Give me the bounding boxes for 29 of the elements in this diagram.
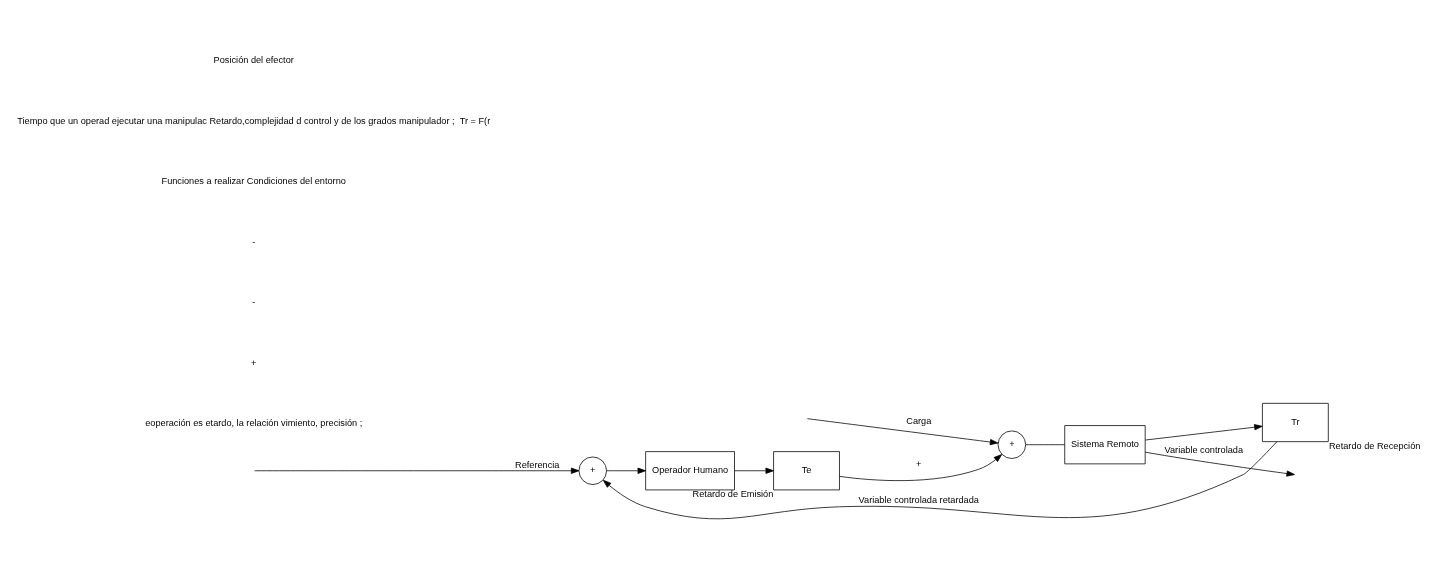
label: Funciones a realizar Condiciones del entorno — [161, 175, 346, 186]
edge-label: Referencia — [514, 459, 560, 470]
edge-label: Variable controlada — [1164, 444, 1244, 455]
node-label: Retardo de Recepción — [1328, 440, 1421, 451]
arrow — [1145, 451, 1295, 477]
arrow — [806, 417, 999, 445]
label: Tiempo que un operad ejecutar una manipulac Retardo,complejidad d control y de los grados manipulador ; Tr = F(r — [17, 115, 491, 126]
label: - — [252, 236, 256, 247]
edge-label: Variable controlada retardada — [858, 494, 979, 505]
arrow — [602, 440, 1278, 519]
arrow — [734, 467, 774, 474]
node-circle: + — [578, 456, 607, 485]
node-box: Te — [773, 450, 840, 490]
node-label: Retardo de Emisión — [692, 488, 774, 499]
arrow — [254, 467, 580, 474]
label: eoperación es etardo, la relación vimiento, precisión ; — [145, 417, 363, 428]
arrow — [606, 467, 646, 474]
label: + — [251, 357, 257, 368]
node-box: Sistema Remoto — [1064, 424, 1146, 464]
label: Posición del efector — [213, 54, 294, 65]
edge-label: Carga — [906, 415, 932, 426]
node-box: Operador Humano — [645, 450, 735, 490]
node-circle: + — [997, 430, 1027, 459]
arrow — [839, 453, 1003, 481]
edge-label: + — [916, 458, 922, 469]
arrow — [1144, 423, 1263, 440]
connector — [1025, 443, 1065, 445]
node-box: Tr — [1262, 402, 1329, 442]
label: - — [252, 296, 256, 307]
